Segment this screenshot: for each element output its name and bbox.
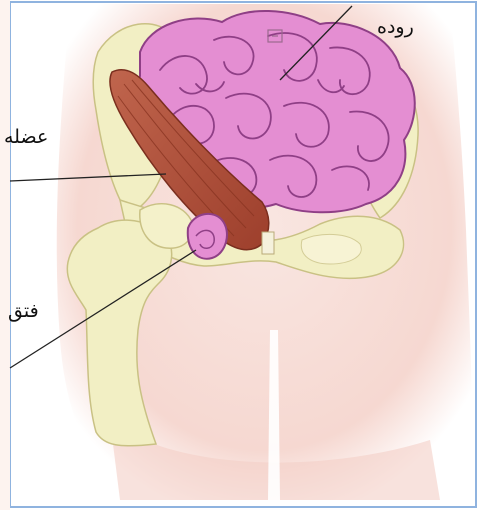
obturator-hole xyxy=(301,234,361,264)
label-muscle: عضله xyxy=(4,128,48,147)
left-margin xyxy=(0,0,10,510)
label-intestine: روده xyxy=(377,18,414,37)
muscle-tendon xyxy=(262,232,274,254)
label-hernia: فتق xyxy=(8,302,39,321)
buttock-crease xyxy=(268,330,280,500)
